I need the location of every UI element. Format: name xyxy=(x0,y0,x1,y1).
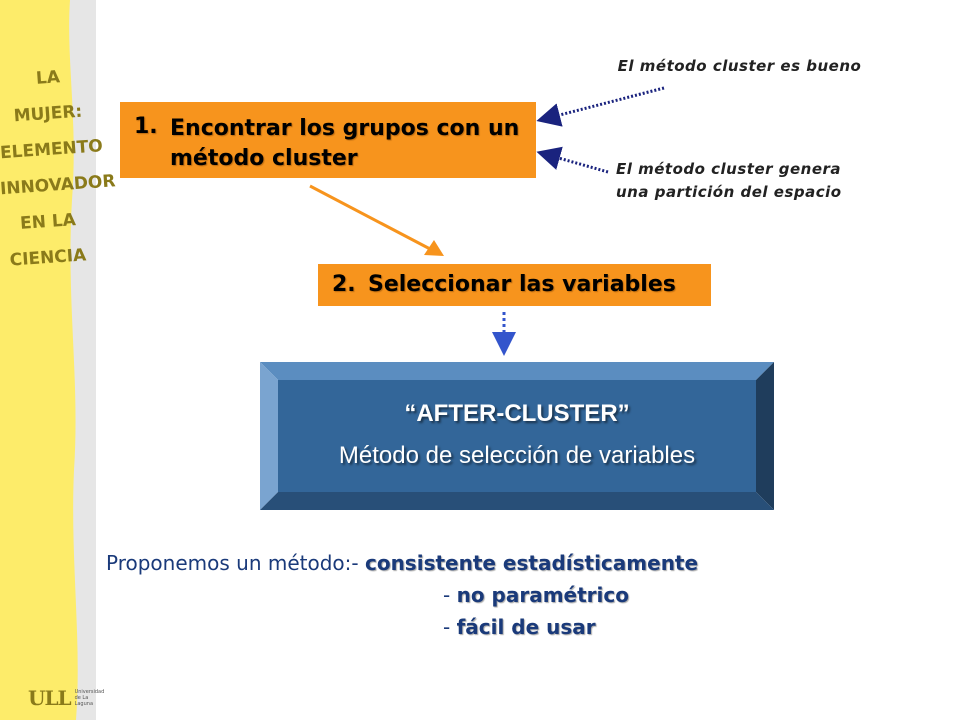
step-arrow xyxy=(309,184,433,252)
proposal-line1: Proponemos un método:- consistente estad… xyxy=(106,551,698,575)
proposal-item1: consistente estadísticamente xyxy=(364,551,699,575)
note2-arrow xyxy=(536,146,609,174)
note-cluster-partition: El método cluster genera una partición d… xyxy=(616,158,922,204)
step1-box: 1. Encontrar los grupos con un método cl… xyxy=(120,102,536,178)
logo-mark: ULL xyxy=(28,686,72,710)
proposal-dash: - xyxy=(443,583,457,607)
step1-number: 1. xyxy=(134,114,158,139)
step2-box: 2. Seleccionar las variables xyxy=(318,264,711,306)
proposal-item2: no paramétrico xyxy=(456,583,629,607)
method-subtitle: Método de selección de variables xyxy=(338,442,696,469)
note2-line2: una partición del espacio xyxy=(616,183,842,201)
note2-line1: El método cluster genera xyxy=(616,160,842,178)
note-cluster-good: El método cluster es bueno xyxy=(617,57,862,75)
sidebar-yellow-shape xyxy=(0,0,78,720)
logo-text: Universidad de La Laguna xyxy=(74,689,105,707)
method-box-bevel xyxy=(260,362,774,510)
sidebar-strip: LA MUJER: ELEMENTO INNOVADOR EN LA CIENC… xyxy=(0,0,116,720)
step2-text: Seleccionar las variables xyxy=(368,272,676,297)
proposal-dash: - xyxy=(443,615,457,639)
university-logo: ULL Universidad de La Laguna xyxy=(28,684,105,712)
step2-number: 2. xyxy=(332,272,356,297)
method-title: “AFTER-CLUSTER” xyxy=(404,400,630,427)
proposal-lead: Proponemos un método:- xyxy=(106,551,365,575)
proposal-line2: - no paramétrico xyxy=(443,583,629,607)
proposal-item3: fácil de usar xyxy=(456,615,596,639)
method-box: “AFTER-CLUSTER” Método de selección de v… xyxy=(260,362,774,510)
note1-arrow xyxy=(536,86,665,127)
proposal-line3: - fácil de usar xyxy=(443,615,596,639)
step-arrow-head xyxy=(424,240,444,256)
step1-text: Encontrar los grupos con un método clust… xyxy=(170,116,520,171)
